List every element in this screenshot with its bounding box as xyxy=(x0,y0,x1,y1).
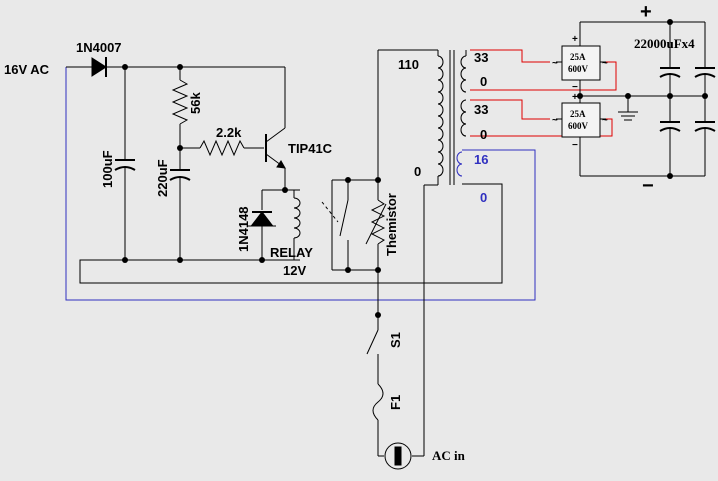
component-labels: 16V AC 1N4007 100uF 220uF 56k 2.2k TIP41… xyxy=(4,40,488,463)
bridge2-ac-left: ~ xyxy=(552,115,558,126)
fuse-f1 xyxy=(372,383,384,456)
bridge-labels: 25A 600V 25A 600V + − + − ~ ~ ~ ~ xyxy=(552,34,608,151)
bridge1-rating-a: 25A xyxy=(570,52,586,62)
bridge1-ac-right: ~ xyxy=(602,58,608,69)
bridge2-rating-a: 25A xyxy=(570,109,586,119)
bridge1-minus: − xyxy=(572,82,578,93)
label-plus-rail: + xyxy=(640,1,652,23)
label-res-2k2: 2.2k xyxy=(216,125,242,140)
bridge2-minus: − xyxy=(572,140,578,151)
bridge2-plus: + xyxy=(572,92,578,103)
label-thermistor: Themistor xyxy=(384,193,399,256)
label-cap-220: 220uF xyxy=(155,159,170,197)
label-sec1-33: 33 xyxy=(474,50,488,65)
secondary-1 xyxy=(460,50,467,93)
label-cap-bank: 22000uFx4 xyxy=(634,36,695,51)
bridge1-rating-v: 600V xyxy=(568,64,589,74)
label-switch: S1 xyxy=(388,332,403,348)
label-relay: RELAY xyxy=(270,245,313,260)
label-transistor: TIP41C xyxy=(288,141,333,156)
label-aux-16: 16 xyxy=(474,152,488,167)
aux-16v-loop xyxy=(65,67,536,301)
secondary-1-wires xyxy=(470,49,617,91)
label-input: 16V AC xyxy=(4,62,50,77)
relay-contacts xyxy=(321,179,378,271)
cap-bank xyxy=(659,22,716,176)
label-relay-v: 12V xyxy=(283,263,306,278)
transformer-primary xyxy=(378,49,444,456)
transistor-tip41c xyxy=(265,67,286,190)
label-res-56k: 56k xyxy=(188,92,203,114)
label-sec2-33: 33 xyxy=(474,102,488,117)
thermistor xyxy=(365,50,387,315)
label-pri-110: 110 xyxy=(398,57,419,72)
label-pri-0: 0 xyxy=(414,164,421,179)
label-aux-0: 0 xyxy=(480,190,487,205)
secondary-2 xyxy=(460,99,467,137)
bridge1-plus: + xyxy=(572,34,578,45)
label-fuse: F1 xyxy=(388,395,403,410)
cap-220uf xyxy=(169,169,191,260)
ac-socket xyxy=(378,442,424,470)
label-cap-100: 100uF xyxy=(100,150,115,188)
label-ac-in: AC in xyxy=(432,448,466,463)
label-sec2-0: 0 xyxy=(480,127,487,142)
transformer-core xyxy=(449,50,455,185)
bridge-rectifier-2 xyxy=(556,102,606,138)
label-sec1-0: 0 xyxy=(480,74,487,89)
bridge2-ac-right: ~ xyxy=(602,115,608,126)
relay-coil xyxy=(262,189,301,260)
bridge2-rating-v: 600V xyxy=(568,121,589,131)
switch-s1 xyxy=(366,315,379,384)
bridge1-ac-left: ~ xyxy=(552,58,558,69)
label-minus-rail: − xyxy=(642,175,654,197)
cap-bank-wiring xyxy=(579,21,705,177)
flyback-diode xyxy=(248,190,276,260)
bridge-rectifier-1 xyxy=(556,45,606,81)
secondary-aux xyxy=(456,151,463,177)
label-diode-rect: 1N4007 xyxy=(76,40,122,55)
label-diode-flyback: 1N4148 xyxy=(236,206,251,252)
junction-dots xyxy=(122,19,708,318)
rectifier-diode xyxy=(66,57,285,77)
res-2k2 xyxy=(180,139,264,157)
res-56k xyxy=(171,67,189,170)
cap-100uf xyxy=(114,67,136,260)
